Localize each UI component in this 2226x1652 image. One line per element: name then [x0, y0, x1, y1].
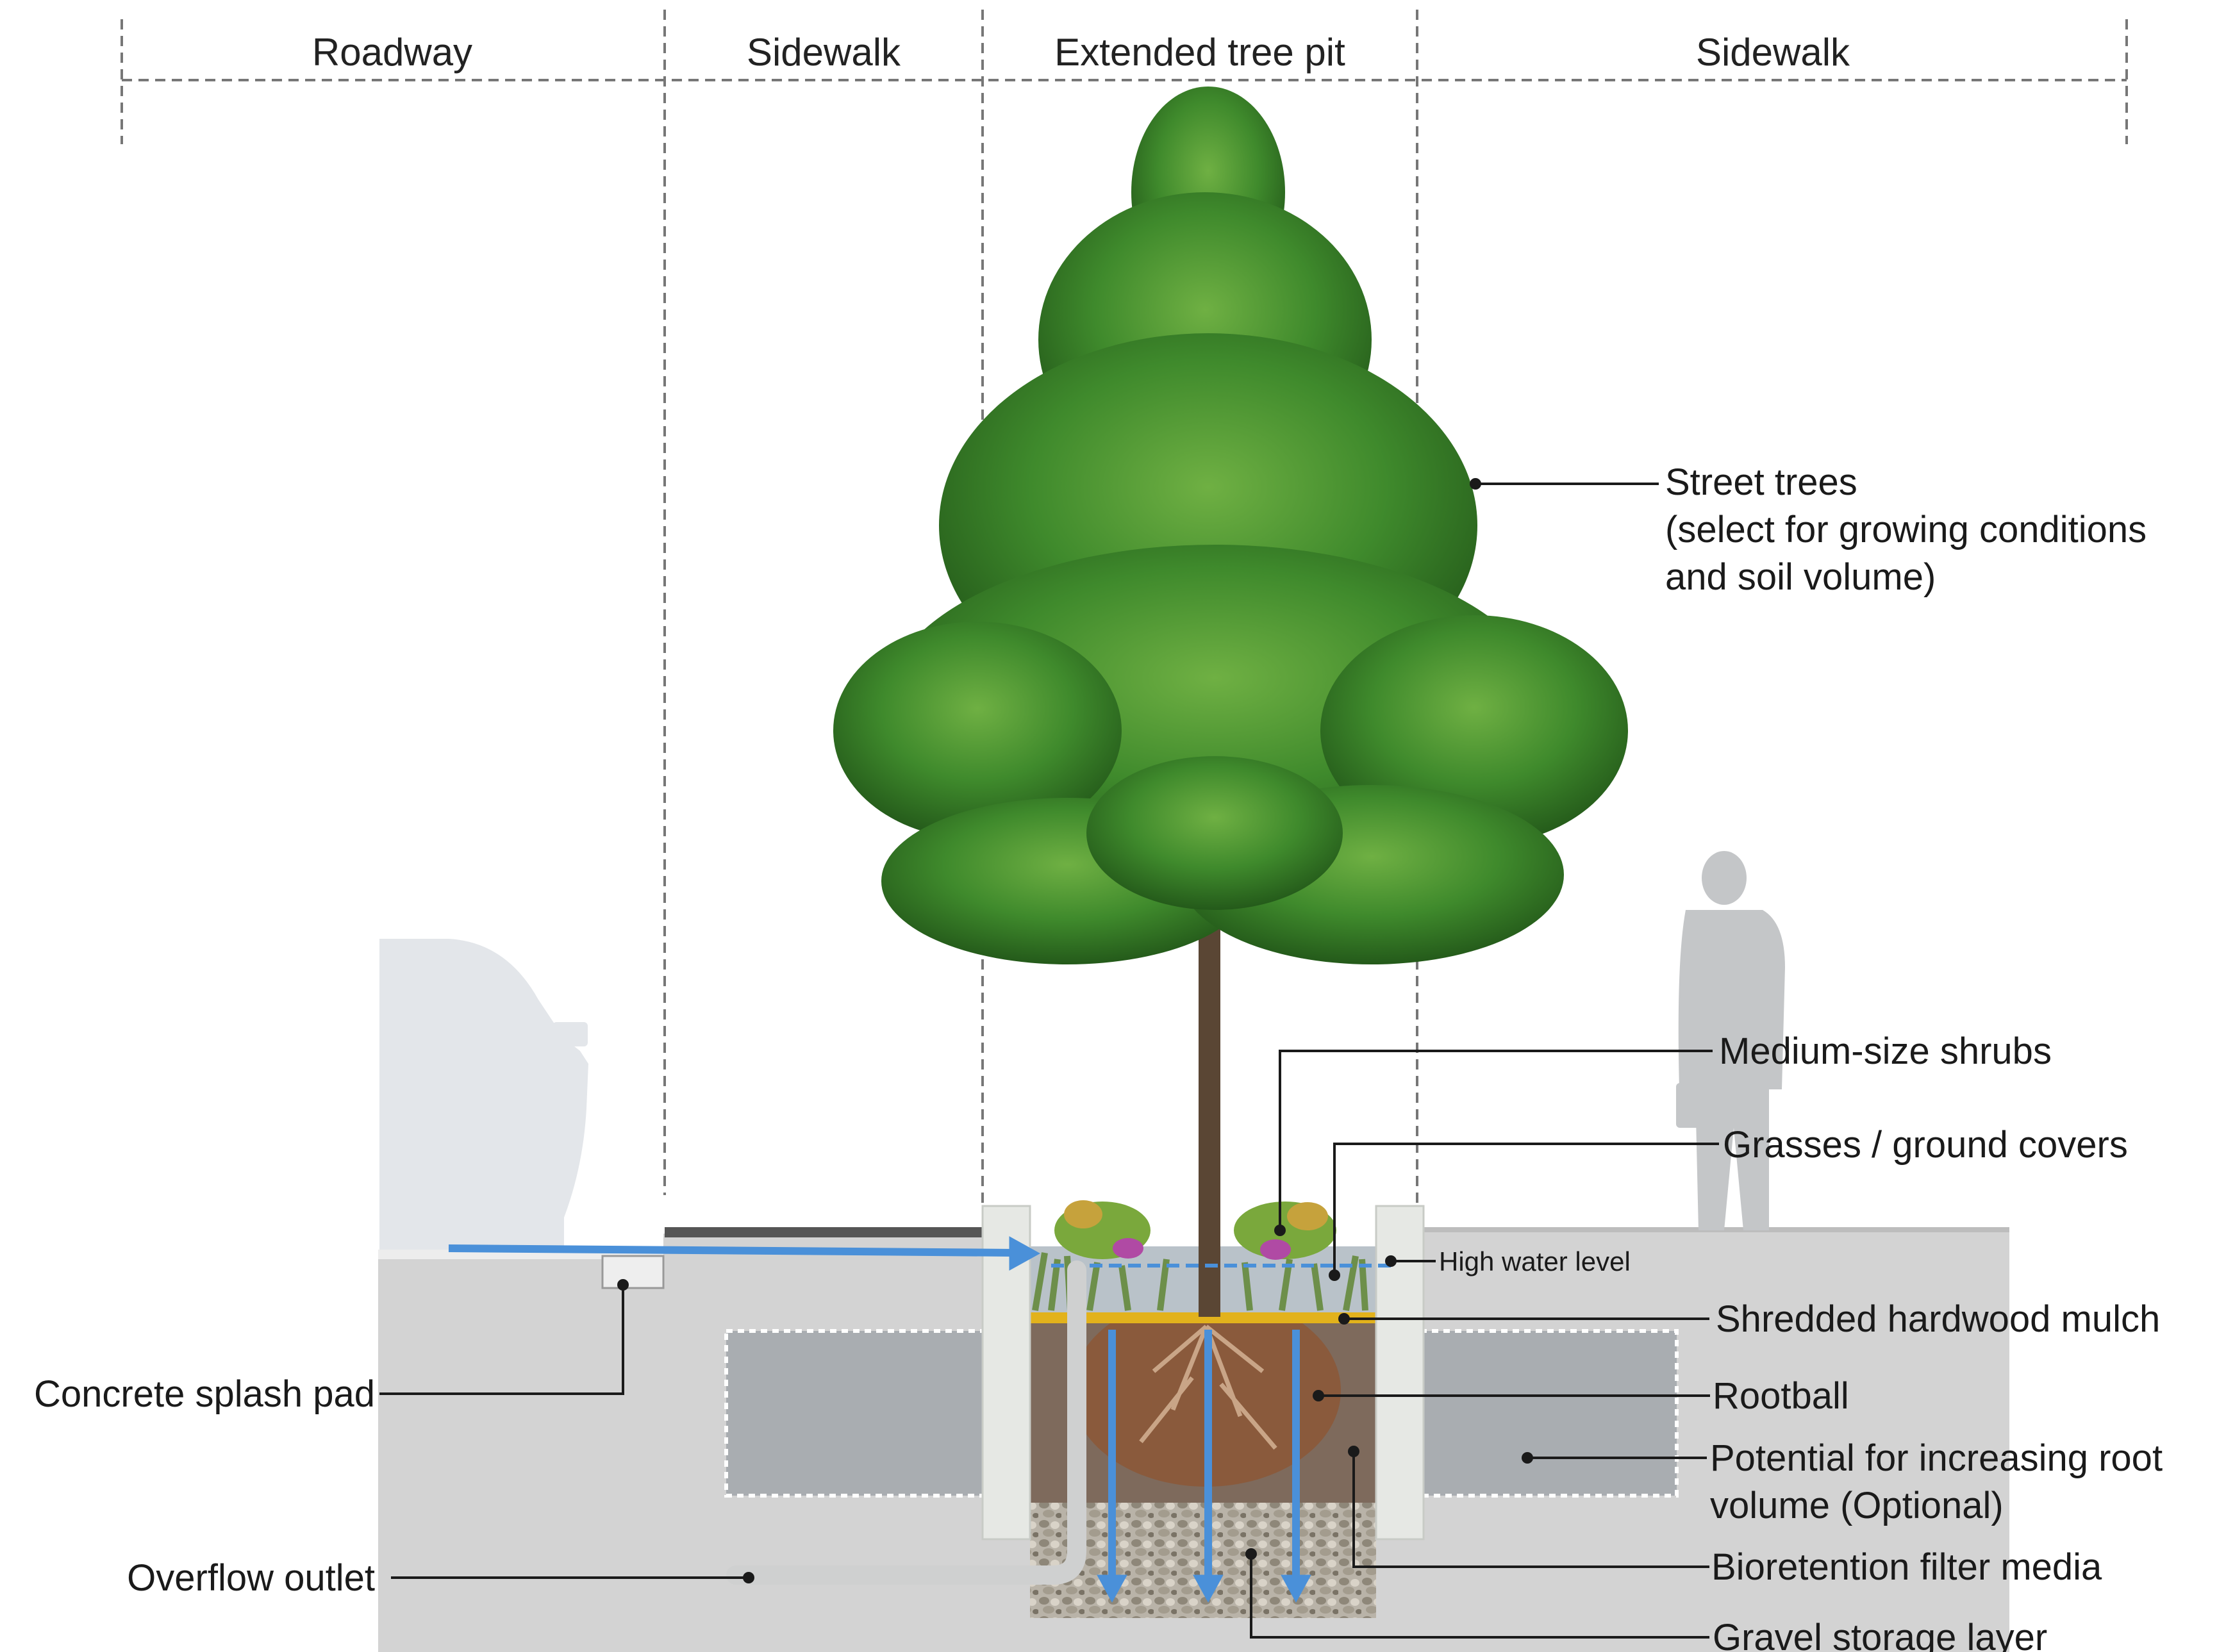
callout-street-trees-line2: (select for growing conditions	[1665, 509, 2147, 550]
callout-high-water-level: High water level	[1439, 1246, 1631, 1276]
zone-label-tree-pit: Extended tree pit	[1054, 31, 1345, 74]
callout-overflow: Overflow outlet	[127, 1557, 375, 1599]
pedestrian-silhouette	[1676, 851, 1785, 1230]
callout-splash-pad: Concrete splash pad	[34, 1373, 375, 1415]
root-volume-zone-right	[1407, 1329, 1679, 1498]
callout-grasses: Grasses / ground covers	[1723, 1124, 2128, 1166]
callout-gravel: Gravel storage layer	[1713, 1617, 2047, 1652]
zone-label-sidewalk-right: Sidewalk	[1696, 31, 1850, 74]
roots	[1139, 1325, 1277, 1450]
water-flow	[448, 1236, 1394, 1603]
gravel-storage-layer	[1030, 1503, 1376, 1618]
overflow-pipe	[726, 1260, 1086, 1585]
callout-root-volume-line1: Potential for increasing root	[1710, 1437, 2163, 1479]
callout-mulch: Shredded hardwood mulch	[1716, 1298, 2160, 1340]
callout-medium-shrubs: Medium-size shrubs	[1719, 1030, 2052, 1072]
callout-root-volume-line2: volume (Optional)	[1710, 1485, 2004, 1526]
tree-canopy	[833, 87, 1628, 964]
curb	[665, 1227, 983, 1237]
callout-street-trees-line3: and soil volume)	[1665, 556, 1936, 598]
callout-rootball: Rootball	[1713, 1375, 1849, 1417]
callout-labels: Street trees (select for growing conditi…	[34, 461, 2163, 1652]
surface-flow-arrow	[448, 1244, 1013, 1257]
car-silhouette	[379, 939, 588, 1256]
zone-label-roadway: Roadway	[312, 31, 472, 74]
callout-filter-media: Bioretention filter media	[1711, 1546, 2102, 1588]
leader-lines	[379, 478, 1719, 1639]
car-mirror	[552, 1022, 588, 1046]
street-tree	[833, 87, 1628, 1317]
pit-wall-right	[1375, 1205, 1425, 1540]
zone-label-sidewalk-left: Sidewalk	[747, 31, 901, 74]
root-volume-zone-left	[724, 1329, 1029, 1498]
shredded-mulch	[1030, 1312, 1376, 1323]
concrete-splash-pad	[601, 1255, 665, 1289]
callout-street-trees-line1: Street trees	[1665, 461, 1857, 503]
zone-header: Roadway Sidewalk Extended tree pit Sidew…	[120, 10, 2128, 1205]
